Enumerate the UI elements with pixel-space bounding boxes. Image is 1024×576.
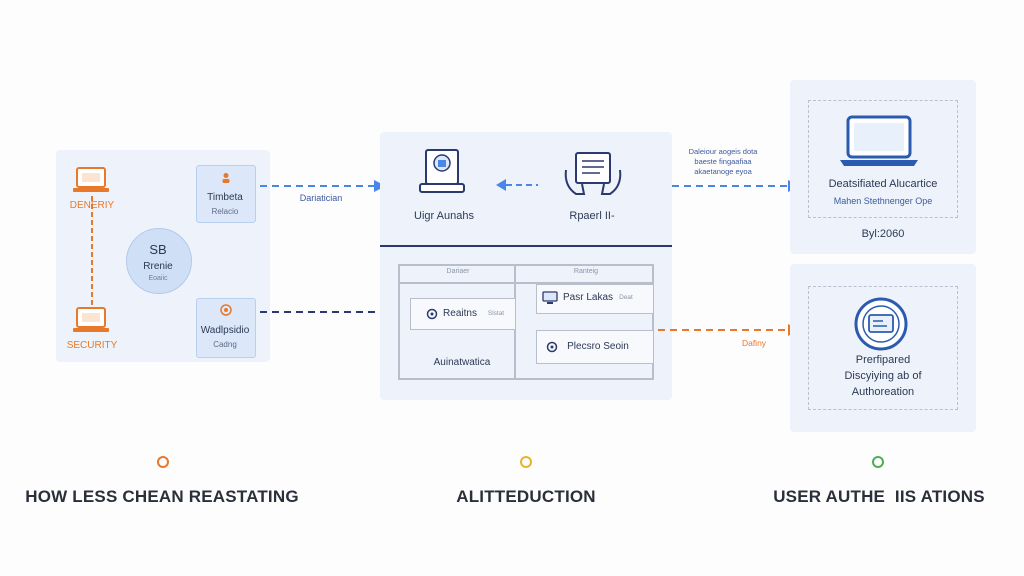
grid-cell-plecsro-label: Plecsro Seoin	[567, 341, 629, 352]
middle-grid-frame	[398, 264, 654, 380]
target-icon	[220, 304, 232, 316]
left-vertical-connector	[91, 196, 93, 308]
sb-circle	[126, 228, 192, 294]
id-badge-icon	[854, 297, 908, 351]
grid-col1-header: Dariaer	[446, 268, 470, 275]
middle-to-right-top-label-3: akaetanoge eyoa	[694, 167, 752, 176]
grid-cell-bottom-label: Auinatwatica	[433, 357, 491, 368]
right-bottom-dashed-frame	[808, 286, 958, 410]
left-to-middle-label: Dariatician	[299, 193, 343, 203]
arrow-middle-to-right-bottom	[658, 324, 800, 336]
middle-to-right-bottom-label: Dafiny	[741, 338, 767, 348]
caption-3-dot	[872, 456, 884, 468]
grid-cell-reaitns-label: Reaitns	[443, 308, 477, 319]
middle-to-right-top-label-2: baeste fingaafiaa	[694, 157, 752, 166]
wadlpsidio-title: Wadlpsidio	[200, 325, 250, 336]
laptop-icon	[840, 115, 918, 166]
arrow-middle-to-right-top	[672, 180, 800, 192]
user-icon	[222, 173, 230, 183]
right-bottom-line3: Authoreation	[851, 386, 915, 398]
caption-1: HOW LESS CHEAN REASTATING	[25, 487, 299, 506]
caption-2: ALITTEDUCTION	[456, 487, 596, 506]
middle-divider	[380, 245, 672, 247]
arrow-left-to-middle	[260, 180, 386, 192]
right-top-dashed-frame	[808, 100, 958, 218]
right-top-title: Deatsifiated Alucartice	[828, 178, 938, 190]
caption-1-dot	[157, 456, 169, 468]
grid-cell-pasr-lakas-label: Pasr Lakas	[562, 292, 614, 303]
right-top-subtitle: Mahen Stethnenger Ope	[833, 196, 933, 206]
right-top-panel	[790, 80, 976, 254]
right-bottom-line2: Discyiying ab of	[844, 370, 922, 382]
wadlpsidio-subtitle: Cadng	[213, 340, 237, 349]
middle-to-right-top-label-1: Daleiour aogeis dota	[688, 147, 758, 156]
laptop-icon	[73, 307, 109, 332]
navy-connector	[260, 311, 416, 313]
circle-line3: Eoaiic	[148, 275, 168, 282]
middle-top-right-label: Rpaerl II-	[569, 210, 615, 222]
gear-icon	[426, 308, 438, 320]
bottom-icon-label: SECURITY	[66, 340, 118, 351]
monitor-icon	[542, 291, 558, 304]
right-top-footer: Byl:2060	[861, 228, 905, 240]
report-icon	[564, 152, 622, 195]
grid-cell-plecsro	[536, 330, 654, 364]
caption-3: USER AUTHE IIS ATIONS	[773, 487, 985, 506]
gear-icon	[546, 341, 558, 353]
document-icon	[419, 149, 465, 193]
timbeta-subtitle: Relacio	[211, 207, 239, 216]
grid-header-line	[398, 282, 654, 284]
caption-2-dot	[520, 456, 532, 468]
circle-title: SB	[149, 242, 167, 257]
laptop-icon	[73, 167, 109, 192]
timbeta-box	[196, 165, 256, 223]
timbeta-title: Timbeta	[207, 192, 243, 203]
grid-col2-header: Ranteig	[573, 268, 599, 275]
arrow-back	[496, 179, 538, 191]
circle-line2: Rrenie	[143, 261, 173, 272]
right-bottom-line1: Prerfipared	[855, 354, 911, 366]
grid-cell-reaitns-tag: Slstat	[487, 310, 505, 317]
top-icon-label: DENERIY	[69, 200, 115, 211]
middle-top-left-label: Uigr Aunahs	[414, 210, 474, 222]
grid-cell-pasr-lakas-tag: Deat	[619, 294, 633, 301]
